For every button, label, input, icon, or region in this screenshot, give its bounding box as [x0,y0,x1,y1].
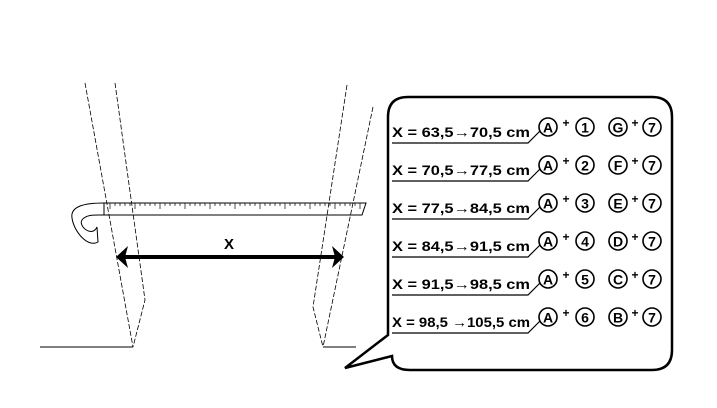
circle-a-icon [538,231,558,251]
plus-sign: + [562,154,569,168]
circle-seven-icon [642,117,662,137]
range-text: X = 63,5→70,5 cm [392,124,530,140]
range-text: X = 77,5→84,5 cm [392,200,530,216]
size-row: X = 70,5→77,5 cm A 2 F 7 + + [392,154,662,182]
circle-a-label: A [543,196,553,212]
circle-letter-label: D [613,234,623,250]
circle-letter-icon [608,269,628,289]
circle-seven-icon [642,231,662,251]
plus-sign: + [631,192,638,206]
circle-number-label: 2 [581,158,589,174]
size-row: X = 98,5 →105,5 cm A 6 B 7 + + [392,306,662,334]
plus-sign: + [631,116,638,130]
circle-a-label: A [543,120,553,136]
circle-number-label: 4 [581,234,589,250]
plus-sign: + [631,230,638,244]
measurement-arrow: X [116,236,344,268]
circle-letter-icon [608,231,628,251]
underline [392,244,541,258]
circle-seven-icon [642,307,662,327]
circle-letter-label: B [613,310,623,326]
size-row: X = 63,5→70,5 cm A 1 G 7 + + [392,116,662,144]
plus-sign: + [562,192,569,206]
size-row: X = 91,5→98,5 cm A 5 C 7 + + [392,268,662,296]
circle-number-icon [575,155,595,175]
circle-number-label: 3 [581,196,589,212]
circle-letter-label: F [614,158,623,174]
circle-number-icon [575,193,595,213]
right-post [312,84,374,348]
circle-letter-label: C [613,272,623,288]
circle-a-icon [538,307,558,327]
size-table: X = 63,5→70,5 cm A 1 G 7 + + X = 70,5→77,5 cm A 2… [392,116,662,334]
plus-sign: + [562,306,569,320]
underline [392,168,541,182]
circle-number-icon [575,269,595,289]
circle-seven-label: 7 [648,120,656,136]
circle-a-icon [538,117,558,137]
circle-seven-label: 7 [648,196,656,212]
plus-sign: + [562,116,569,130]
circle-seven-label: 7 [648,158,656,174]
underline [392,282,541,296]
range-text: X = 70,5→77,5 cm [392,162,530,178]
plus-sign: + [562,230,569,244]
circle-number-icon [575,117,595,137]
circle-number-label: 5 [581,272,589,288]
circle-letter-icon [608,307,628,327]
circle-seven-icon [642,269,662,289]
plus-sign: + [631,154,638,168]
circle-a-label: A [543,272,553,288]
circle-a-label: A [543,234,553,250]
circle-a-label: A [543,158,553,174]
measure-label: X [224,236,234,253]
circle-letter-icon [608,193,628,213]
measuring-tape [71,202,367,244]
circle-letter-icon [608,117,628,137]
plus-sign: + [631,306,638,320]
circle-a-icon [538,155,558,175]
size-row: X = 77,5→84,5 cm A 3 E 7 + + [392,192,662,220]
size-row: X = 84,5→91,5 cm A 4 D 7 + + [392,230,662,258]
underline [392,130,541,144]
circle-letter-label: E [613,196,622,212]
circle-number-label: 1 [581,120,589,136]
circle-a-label: A [543,310,553,326]
circle-seven-label: 7 [648,272,656,288]
circle-seven-label: 7 [648,234,656,250]
circle-number-icon [575,307,595,327]
circle-a-icon [538,269,558,289]
circle-letter-label: G [613,120,624,136]
circle-seven-label: 7 [648,310,656,326]
range-text: X = 84,5→91,5 cm [392,238,530,254]
circle-seven-icon [642,193,662,213]
range-text: X = 98,5 →105,5 cm [392,314,530,330]
range-text: X = 91,5→98,5 cm [392,276,530,292]
plus-sign: + [631,268,638,282]
underline [392,206,541,220]
circle-number-icon [575,231,595,251]
circle-letter-icon [608,155,628,175]
underline [392,320,541,334]
plus-sign: + [562,268,569,282]
circle-seven-icon [642,155,662,175]
circle-a-icon [538,193,558,213]
circle-number-label: 6 [581,310,589,326]
